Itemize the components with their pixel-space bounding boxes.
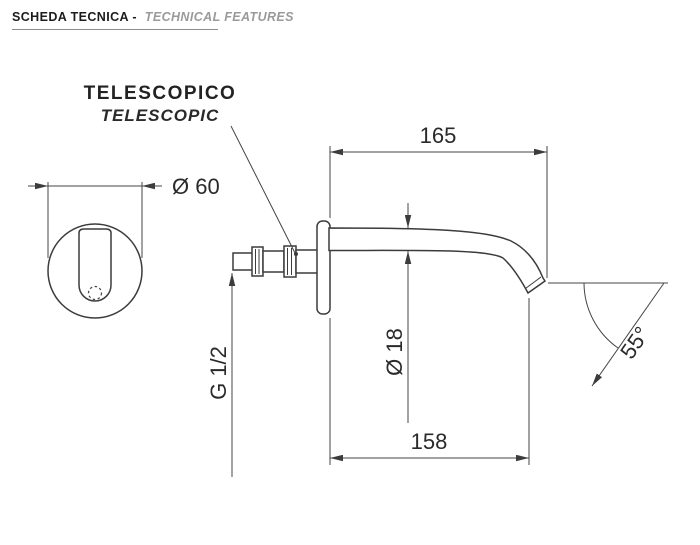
dim-spray-angle-label: 55° (615, 322, 655, 364)
part-label: TELESCOPICO TELESCOPIC (84, 83, 298, 256)
header-divider (12, 29, 218, 30)
aerator-detail (87, 285, 103, 301)
sheet-header: SCHEDA TECNICA - TECHNICAL FEATURES (12, 10, 294, 24)
wall-flange (316, 220, 331, 315)
leader-dot (294, 252, 298, 256)
part-name-en: TELESCOPIC (101, 106, 220, 125)
dim-spout-diameter-label: Ø 18 (382, 328, 407, 376)
spout-profile (328, 227, 547, 295)
leader-line (230, 125, 296, 254)
dim-thread-label: G 1/2 (206, 346, 231, 400)
dim-front-diameter: Ø 60 (28, 174, 220, 258)
dim-spout-reach: 165 (329, 123, 548, 278)
spout-tip-detail (525, 276, 542, 289)
escutcheon-circle (47, 223, 143, 319)
front-view: Ø 60 (28, 174, 220, 319)
sheet-subtitle: TECHNICAL FEATURES (144, 10, 294, 24)
part-name-it: TELESCOPICO (84, 83, 237, 104)
dim-thread: G 1/2 (206, 273, 236, 477)
dim-spray-angle: 55° (548, 282, 668, 387)
dim-spout-diameter: Ø 18 (382, 203, 412, 423)
dim-spout-reach-label: 165 (420, 123, 457, 148)
dim-front-diameter-label: Ø 60 (172, 174, 220, 199)
sheet-title: SCHEDA TECNICA - (12, 10, 137, 24)
spout-front-outline (78, 228, 112, 302)
dim-spray-reach-label: 158 (411, 429, 448, 454)
side-view: TELESCOPICO TELESCOPIC 165 Ø 18 (84, 83, 668, 477)
telescopic-fitting (232, 245, 320, 278)
dim-spray-reach: 158 (329, 298, 530, 465)
